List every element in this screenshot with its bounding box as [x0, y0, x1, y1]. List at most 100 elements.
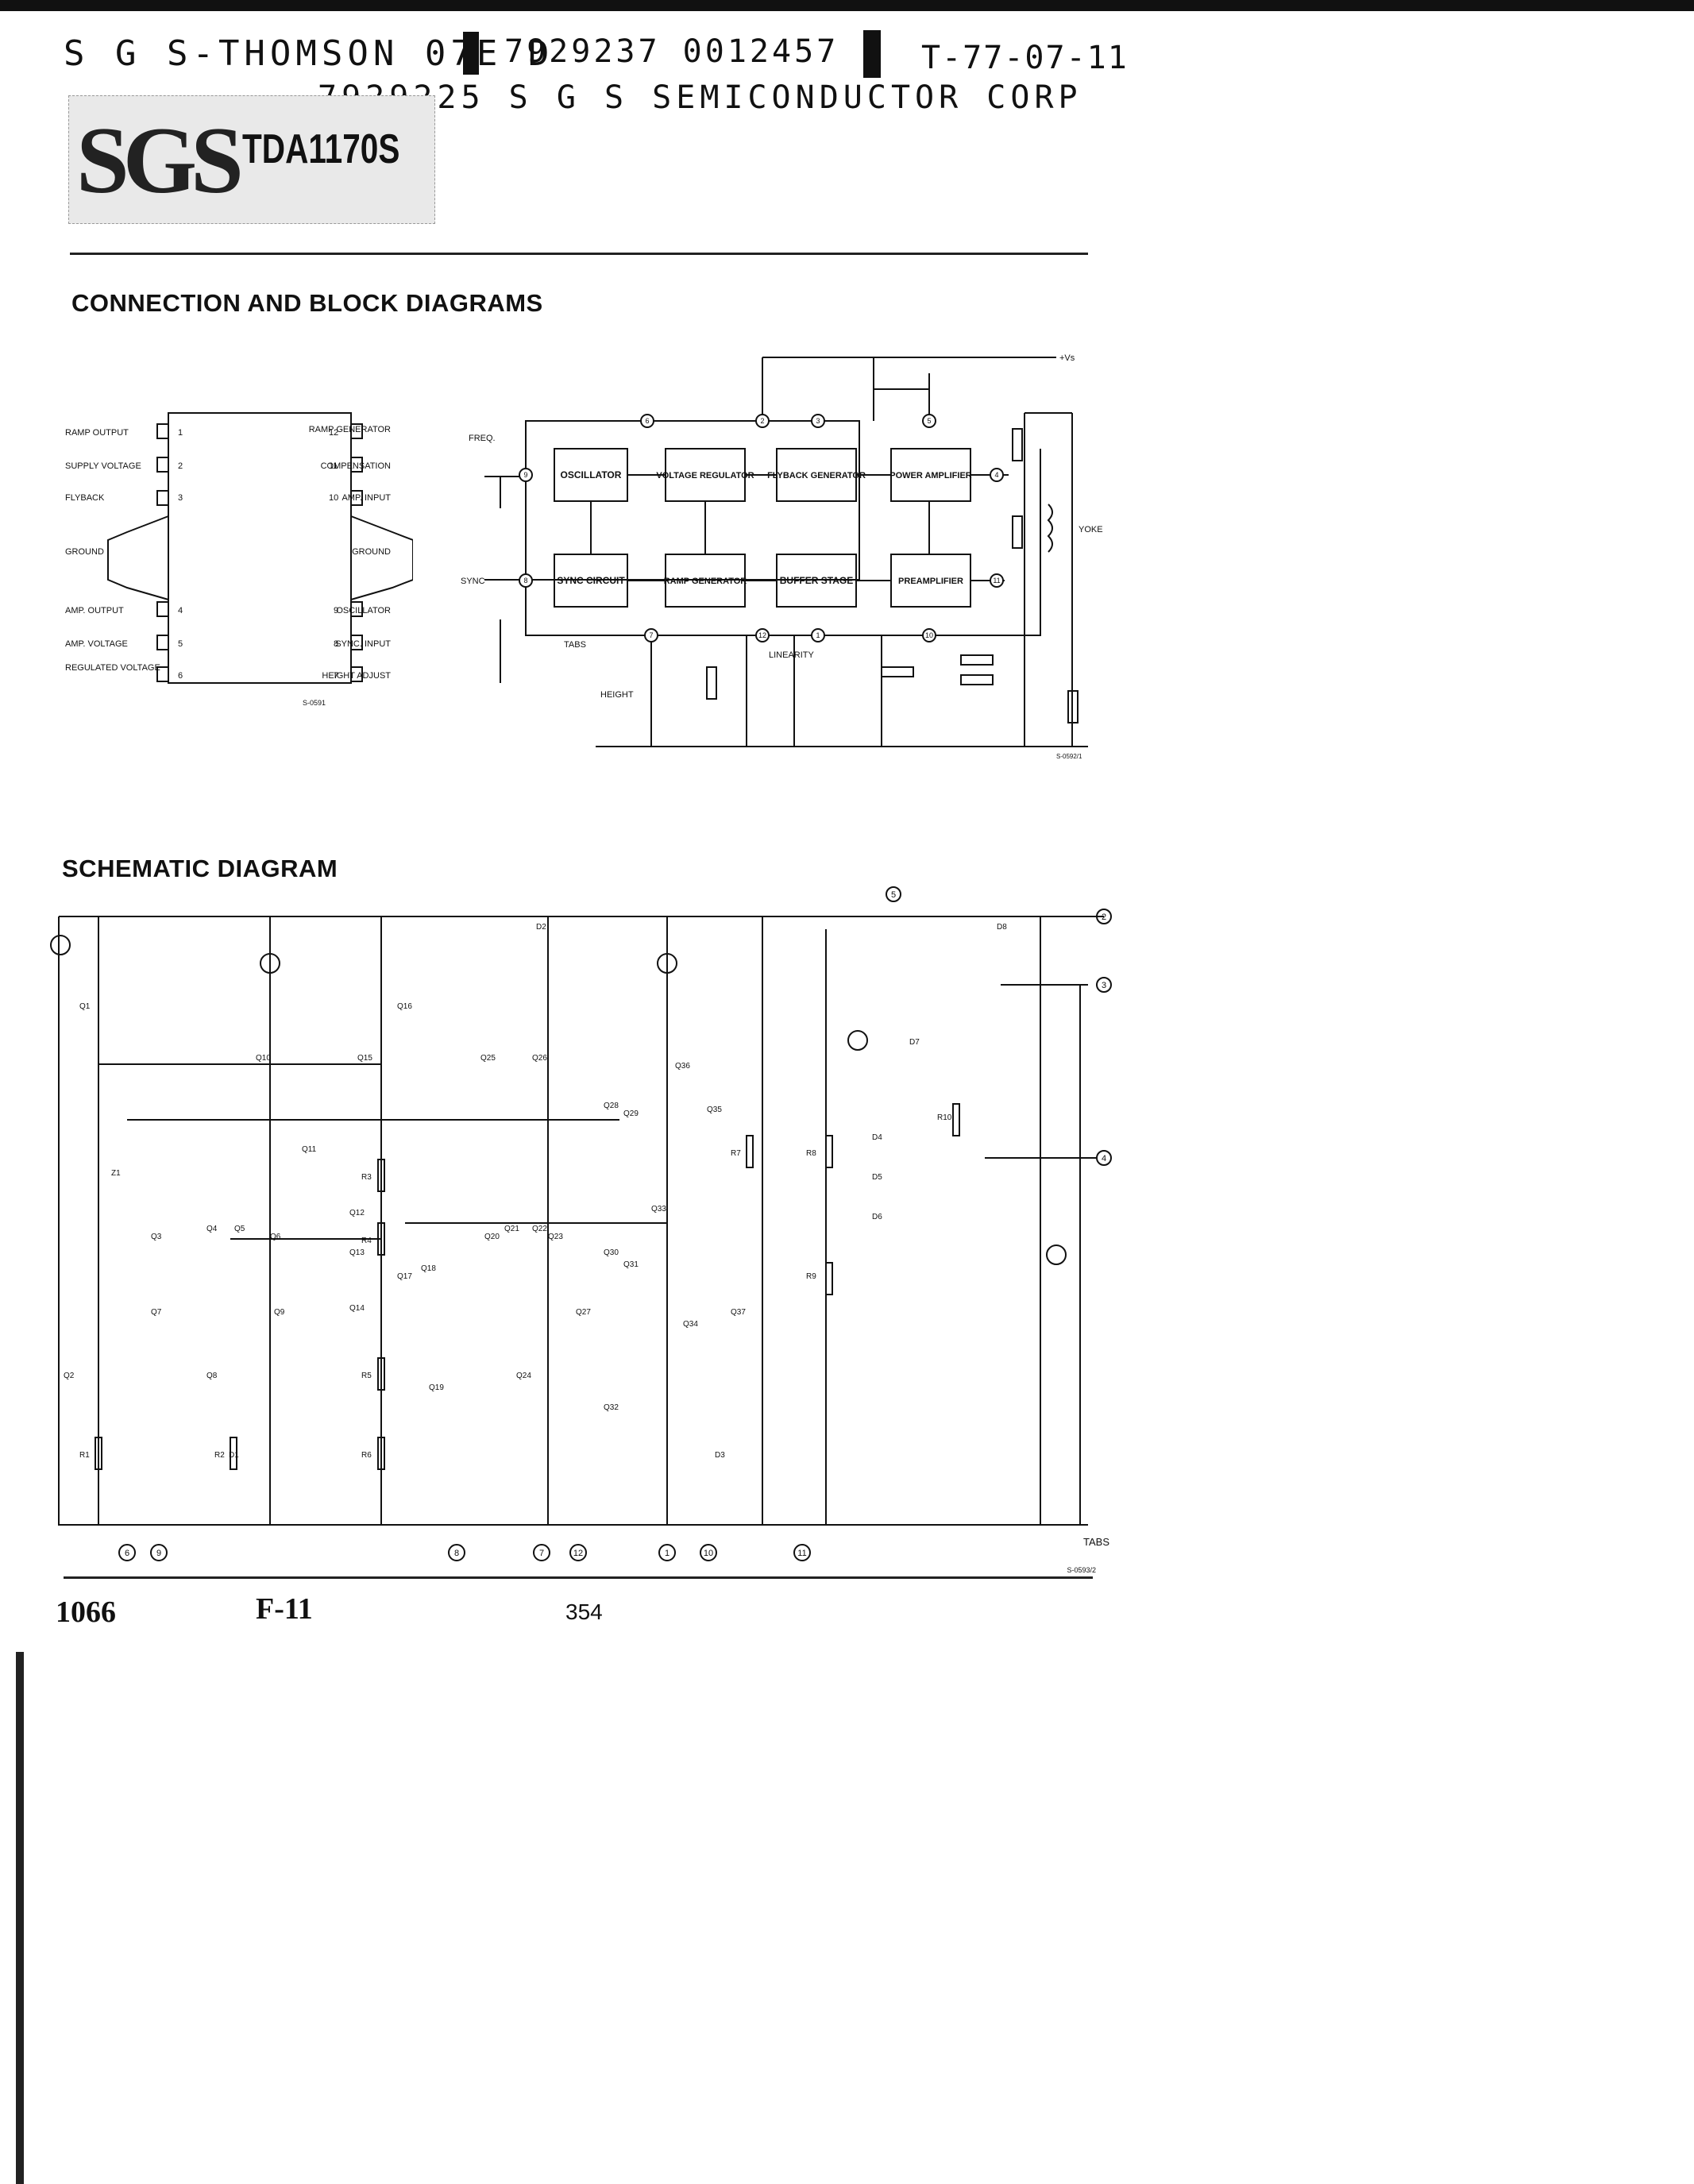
- schematic-label-r7: R7: [731, 1149, 741, 1158]
- block-power-amplifier: POWER AMPLIFIER: [889, 471, 972, 480]
- pin-num-r9: 9: [334, 606, 338, 615]
- block-pin-6: 6: [645, 417, 649, 425]
- schematic-label-q33: Q33: [651, 1205, 666, 1214]
- pin-num-l1: 1: [178, 428, 183, 438]
- block-ramp-generator: RAMP GENERATOR: [664, 577, 747, 586]
- pin-num-r7: 7: [334, 671, 338, 681]
- schematic-label-d5: D5: [872, 1173, 882, 1182]
- schematic-pin-2: 2: [1102, 913, 1106, 922]
- schematic-label-q6: Q6: [270, 1233, 281, 1241]
- label-vs: +Vs: [1059, 353, 1075, 363]
- schematic-label-q37: Q37: [731, 1308, 746, 1317]
- schematic-label-d6: D6: [872, 1213, 882, 1221]
- schematic-label-q22: Q22: [532, 1225, 547, 1233]
- schematic-label-q14: Q14: [349, 1304, 365, 1313]
- schematic-label-d3: D3: [715, 1451, 725, 1460]
- block-pin-4: 4: [994, 471, 998, 479]
- scan-top-border: [0, 0, 1694, 11]
- block-voltage-regulator: VOLTAGE REGULATOR: [656, 471, 754, 480]
- schematic-label-q25: Q25: [480, 1054, 496, 1063]
- header-line1: S G S-THOMSON 07E D: [64, 33, 554, 74]
- header-block-mark-2: [863, 30, 881, 78]
- schematic-label-d7: D7: [909, 1038, 920, 1047]
- schematic-pin-marker: [150, 1544, 168, 1561]
- pin-label-l2: SUPPLY VOLTAGE: [65, 461, 141, 471]
- schematic-label-q36: Q36: [675, 1062, 690, 1071]
- pin-num-l2: 2: [178, 461, 183, 471]
- schematic-label-d8: D8: [997, 923, 1007, 932]
- footer-code: F-11: [256, 1592, 313, 1626]
- schematic-section-title: SCHEMATIC DIAGRAM: [62, 855, 338, 882]
- block-pin-5: 5: [927, 417, 931, 425]
- pin-num-r8: 8: [334, 639, 338, 649]
- pin-num-r11: 11: [329, 461, 338, 471]
- schematic-label-q29: Q29: [623, 1109, 639, 1118]
- schematic-label-r2: R2: [214, 1451, 225, 1460]
- block-pin-8: 8: [523, 577, 527, 585]
- schematic-label-q27: Q27: [576, 1308, 591, 1317]
- schematic-label-q18: Q18: [421, 1264, 436, 1273]
- block-pin-3: 3: [816, 417, 820, 425]
- schematic-label-q31: Q31: [623, 1260, 639, 1269]
- schematic-pin-1: 1: [665, 1549, 669, 1558]
- part-number: TDA1170S: [242, 126, 400, 172]
- header-block-mark-1: [463, 32, 479, 75]
- schematic-label-d1: D1: [229, 1451, 239, 1460]
- pin-label-lg: GROUND: [65, 547, 104, 557]
- pin-num-l4: 4: [178, 606, 183, 615]
- pin-num-l6: 6: [178, 671, 183, 681]
- pin-label-l3: FLYBACK: [65, 493, 105, 503]
- schematic-label-q30: Q30: [604, 1248, 619, 1257]
- label-sync: SYNC: [461, 577, 485, 586]
- schematic-label-d2: D2: [536, 923, 546, 932]
- pin-label-l5: AMP. VOLTAGE: [65, 639, 128, 649]
- schematic-label-r9: R9: [806, 1272, 816, 1281]
- schematic-label-q10: Q10: [256, 1054, 271, 1063]
- block-pin-1: 1: [816, 631, 820, 639]
- schematic-label-q26: Q26: [532, 1054, 547, 1063]
- block-sync-circuit: SYNC CIRCUIT: [557, 575, 625, 586]
- pin-num-r10: 10: [329, 493, 338, 503]
- schematic-pin-6: 6: [125, 1549, 129, 1558]
- header-line2: 7929225 S G S SEMICONDUCTOR CORP: [318, 79, 1082, 116]
- block-pin-12: 12: [758, 631, 766, 639]
- schematic-pin-marker: [448, 1544, 465, 1561]
- schematic-label-r5: R5: [361, 1372, 372, 1380]
- schematic-label-q34: Q34: [683, 1320, 698, 1329]
- schematic-pin-4: 4: [1102, 1154, 1106, 1163]
- logo-box: [68, 95, 435, 224]
- schematic-pin-8: 8: [454, 1549, 459, 1558]
- schematic-label-q16: Q16: [397, 1002, 412, 1011]
- pin-num-l5: 5: [178, 639, 183, 649]
- schematic-pin-9: 9: [156, 1549, 161, 1558]
- pinout-diagram: RAMP OUTPUT SUPPLY VOLTAGE FLYBACK GROUN…: [65, 412, 413, 707]
- schematic-label-q3: Q3: [151, 1233, 162, 1241]
- pin-label-r12: RAMP GENERATOR: [309, 425, 391, 434]
- schematic-label-q21: Q21: [504, 1225, 519, 1233]
- schematic-pin-marker: [793, 1544, 811, 1561]
- schematic-tabs: TABS: [1083, 1536, 1109, 1548]
- pin-label-l4: AMP. OUTPUT: [65, 606, 124, 615]
- block-diagram: OSCILLATOR VOLTAGE REGULATOR FLYBACK GEN…: [461, 353, 1103, 760]
- schematic-pin-marker: [533, 1544, 550, 1561]
- block-pin-7: 7: [649, 631, 653, 639]
- schematic-label-q2: Q2: [64, 1372, 75, 1380]
- schematic-label-q17: Q17: [397, 1272, 412, 1281]
- page-number: 354: [565, 1599, 603, 1624]
- block-pin-9: 9: [523, 471, 527, 479]
- schematic-label-q19: Q19: [429, 1383, 444, 1392]
- schematic-pin-marker: [569, 1544, 587, 1561]
- schematic-label-z1: Z1: [111, 1169, 121, 1178]
- schematic-pin-10: 10: [704, 1549, 713, 1558]
- schematic-pin-7: 7: [539, 1549, 544, 1558]
- schematic-pin-11: 11: [797, 1549, 806, 1558]
- pin-label-r7: HEIGHT ADJUST: [322, 671, 391, 681]
- schematic-label-q24: Q24: [516, 1372, 531, 1380]
- label-tabs: TABS: [564, 640, 586, 650]
- schematic-label-q13: Q13: [349, 1248, 365, 1257]
- schematic-figure-code: S-0593/2: [1067, 1566, 1096, 1574]
- schematic-pin-3: 3: [1102, 981, 1106, 990]
- pin-label-r11: COMPENSATION: [321, 461, 391, 471]
